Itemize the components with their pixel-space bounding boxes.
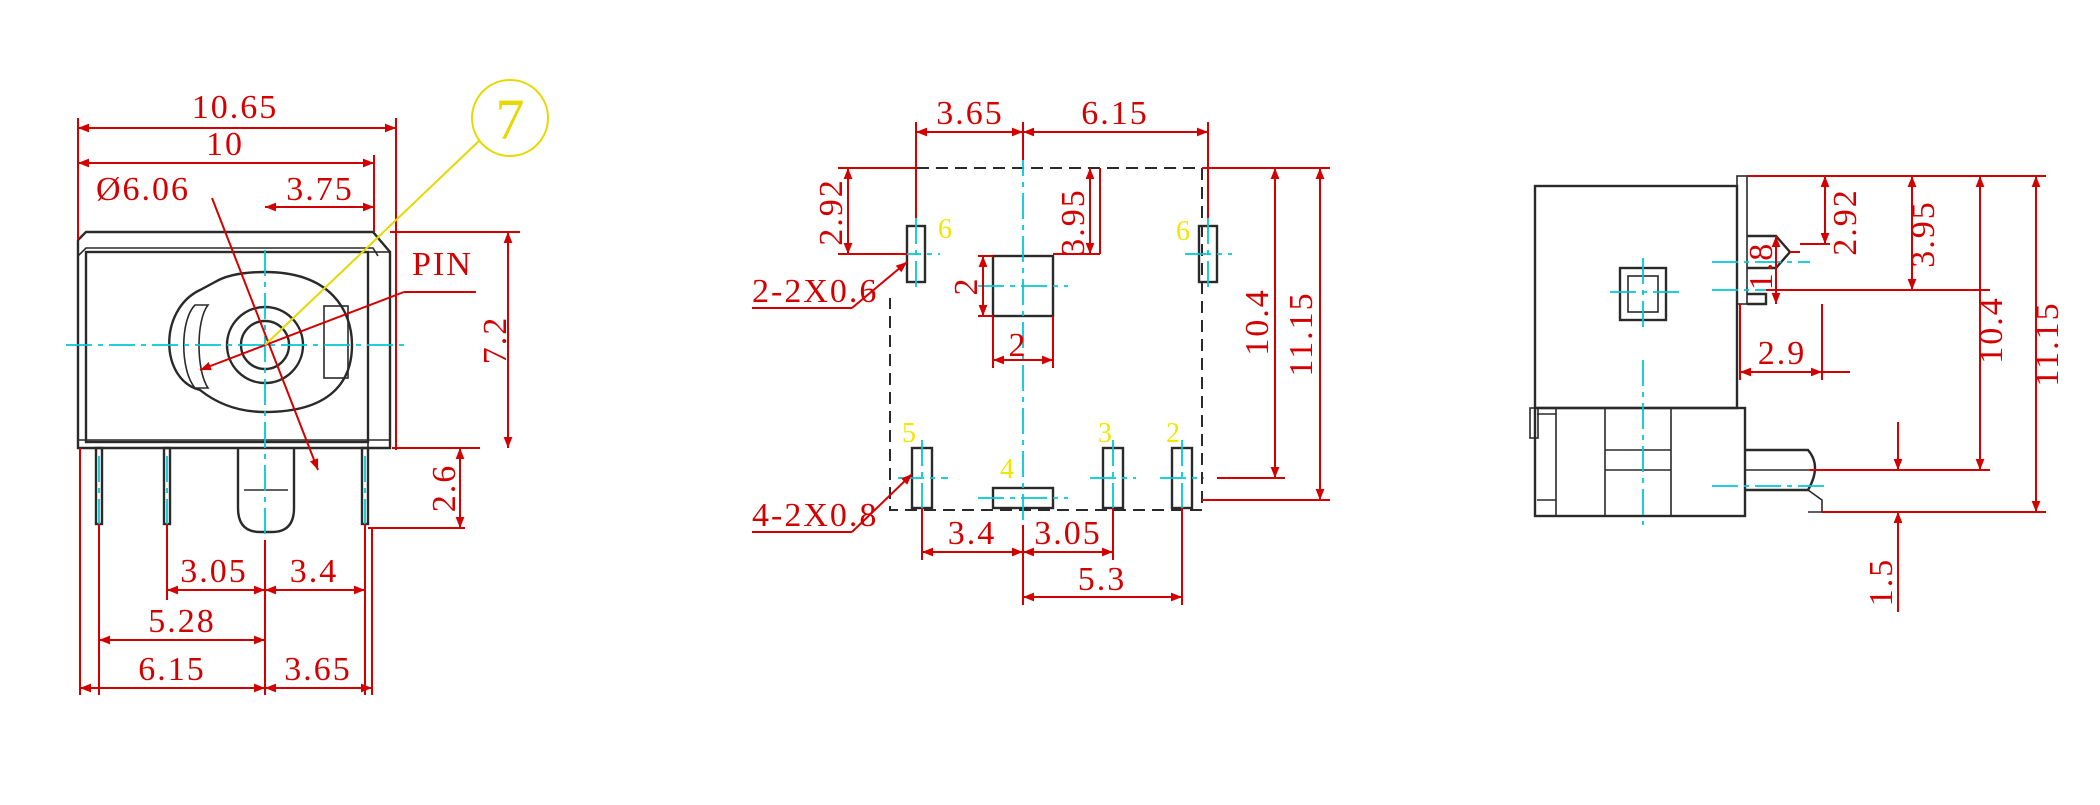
side-dim-tab-height: 1.8 bbox=[1743, 242, 1780, 291]
side-dim-outer-height: 11.15 bbox=[2029, 301, 2066, 386]
side-dim-pin-pitch: 1.5 bbox=[1863, 558, 1900, 607]
pcb-outline bbox=[889, 167, 1203, 511]
pcb-dim-square-width: 2 bbox=[1009, 327, 1028, 364]
pin-label-5: 5 bbox=[902, 418, 916, 449]
dim-pitch-right: 3.4 bbox=[290, 553, 339, 590]
pcb-dim-top-offset: 2.92 bbox=[813, 178, 850, 246]
pcb-dim-inner-height: 10.4 bbox=[1239, 288, 1276, 356]
callout-number: 7 bbox=[496, 87, 525, 152]
side-centerlines bbox=[1610, 258, 1840, 525]
front-centerlines bbox=[66, 250, 410, 560]
pcb-dim-bottom-left: 3.4 bbox=[948, 515, 997, 552]
side-dim-inner-height: 10.4 bbox=[1973, 296, 2010, 364]
pin-label-3: 3 bbox=[1098, 418, 1112, 449]
side-dim-top-offset: 2.92 bbox=[1827, 188, 1864, 256]
pcb-dim-bottom-right: 3.05 bbox=[1034, 515, 1102, 552]
front-view: 7 10.65 10 Ø6.06 3.75 PIN 7.2 2.6 3.05 3… bbox=[66, 79, 549, 695]
dim-body-width: 10 bbox=[206, 126, 244, 163]
dim-span-middle: 5.28 bbox=[148, 603, 216, 640]
side-view: 1.8 2.92 3.95 2.9 10.4 11.15 1.5 bbox=[1529, 175, 2066, 612]
front-pins bbox=[94, 446, 370, 534]
pcb-layout-view: 3.65 6.15 2.92 3.95 2 2 2-2X0.6 4-2X0.8 … bbox=[752, 95, 1330, 605]
front-extension-lines bbox=[77, 118, 520, 695]
pcb-extension-lines bbox=[838, 122, 1330, 605]
dim-span-right: 3.65 bbox=[284, 651, 352, 688]
pcb-dim-outer-height: 11.15 bbox=[1283, 291, 1320, 376]
front-body-outline bbox=[76, 230, 392, 450]
pin-label: PIN bbox=[412, 246, 473, 283]
front-jack bbox=[168, 270, 354, 414]
pcb-slot-bottom-spec: 4-2X0.8 bbox=[752, 497, 878, 534]
pin-label-6-left: 6 bbox=[938, 214, 952, 245]
front-dimension-lines bbox=[78, 123, 513, 693]
dim-pin-length: 2.6 bbox=[426, 464, 463, 513]
pcb-slot-top-spec: 2-2X0.6 bbox=[752, 273, 878, 310]
pcb-dim-top-right: 6.15 bbox=[1081, 95, 1149, 132]
pcb-dim-top-left: 3.65 bbox=[936, 95, 1004, 132]
side-body bbox=[1529, 175, 1748, 518]
pcb-dim-square-height: 2 bbox=[948, 277, 985, 296]
dim-overall-width: 10.65 bbox=[192, 89, 279, 126]
dim-pitch-left: 3.05 bbox=[180, 553, 248, 590]
side-dimension-lines bbox=[1740, 176, 2041, 612]
front-callout: 7 bbox=[264, 79, 549, 346]
dim-offset-right: 3.75 bbox=[286, 171, 354, 208]
pin-label-2: 2 bbox=[1166, 418, 1180, 449]
pcb-dim-bottom-span: 5.3 bbox=[1078, 561, 1127, 598]
pin-label-6-right: 6 bbox=[1176, 216, 1190, 247]
side-dim-tab-width: 2.9 bbox=[1758, 335, 1807, 372]
pcb-dim-center-offset: 3.95 bbox=[1055, 188, 1092, 256]
pcb-dimension-lines bbox=[752, 127, 1325, 602]
pcb-pads bbox=[905, 224, 1219, 510]
side-dim-center-offset: 3.95 bbox=[1905, 200, 1942, 268]
pin-label-4: 4 bbox=[1000, 454, 1014, 485]
dim-span-left: 6.15 bbox=[138, 651, 206, 688]
side-extension-lines bbox=[1739, 175, 2046, 513]
dim-height: 7.2 bbox=[477, 316, 514, 365]
dim-diameter: Ø6.06 bbox=[96, 171, 190, 208]
